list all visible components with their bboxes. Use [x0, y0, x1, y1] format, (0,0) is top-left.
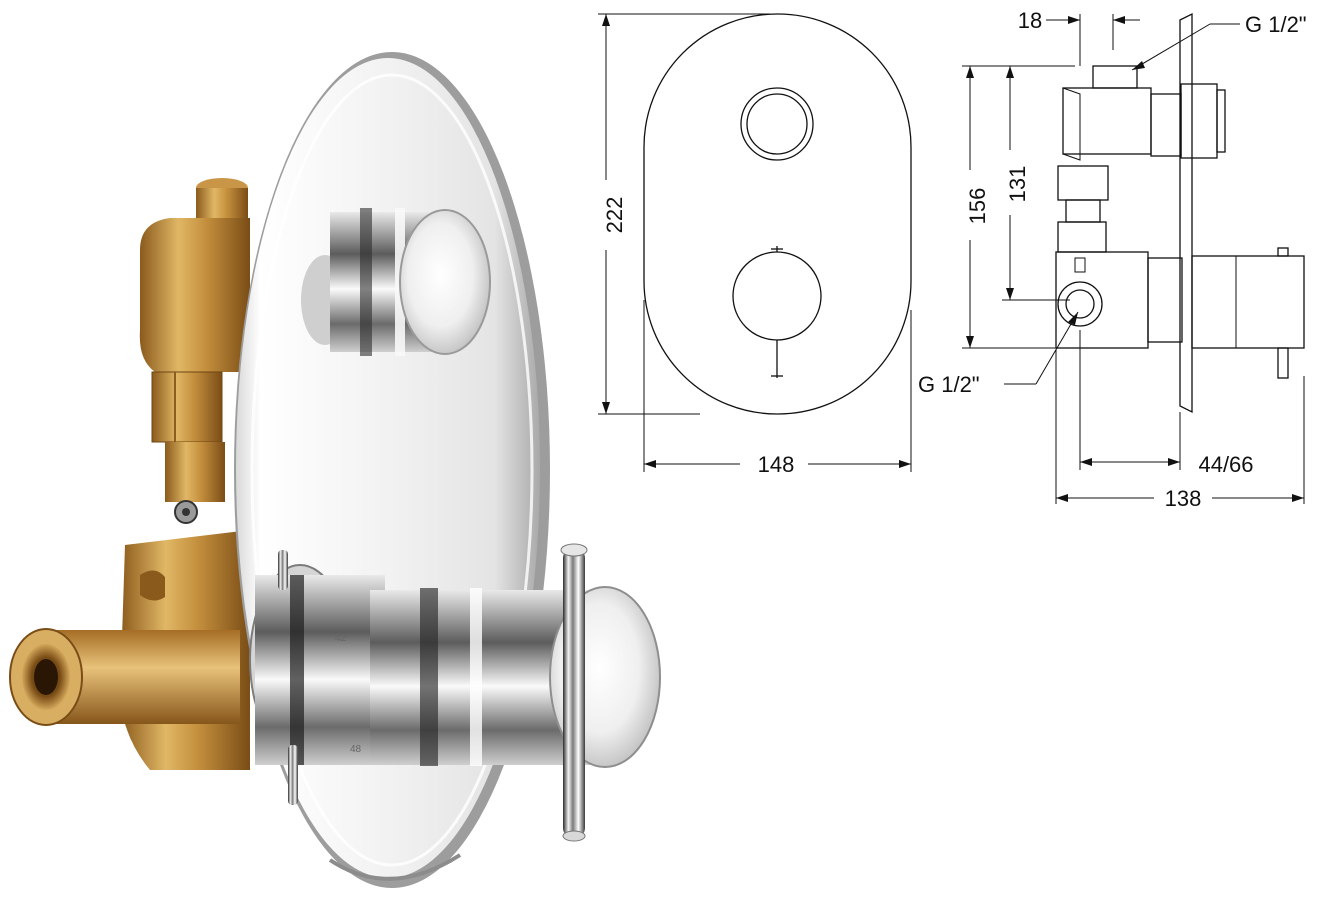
thread-label-top: G 1/2" [1245, 12, 1307, 37]
plate-outline [643, 13, 912, 415]
side-plate-outline [1179, 12, 1193, 414]
dimension-width-148: 148 [758, 452, 795, 477]
outlet-circle [1057, 281, 1103, 327]
dial-mark-42: 42 [335, 633, 347, 644]
dimension-depth-138: 138 [1165, 486, 1202, 511]
side-view-drawing: 18 G 1/2" 156 131 G 1/2" 44/66 [918, 8, 1307, 511]
front-view-drawing: 222 148 [598, 13, 912, 477]
thread-label-bottom: G 1/2" [918, 372, 980, 397]
diverter-circle [740, 87, 814, 161]
thermostat-handle: 42 48 [249, 543, 661, 842]
dimension-offset-18: 18 [1018, 8, 1042, 33]
dimension-depth-44-66: 44/66 [1198, 452, 1253, 477]
dimension-height-156: 156 [965, 188, 990, 225]
handle-circle [732, 251, 822, 341]
diverter-knob [301, 208, 491, 356]
dial-mark-48: 48 [350, 744, 362, 755]
dimension-height-222: 222 [602, 197, 627, 234]
brass-valve-body [9, 178, 250, 770]
dimension-height-131: 131 [1005, 166, 1030, 203]
